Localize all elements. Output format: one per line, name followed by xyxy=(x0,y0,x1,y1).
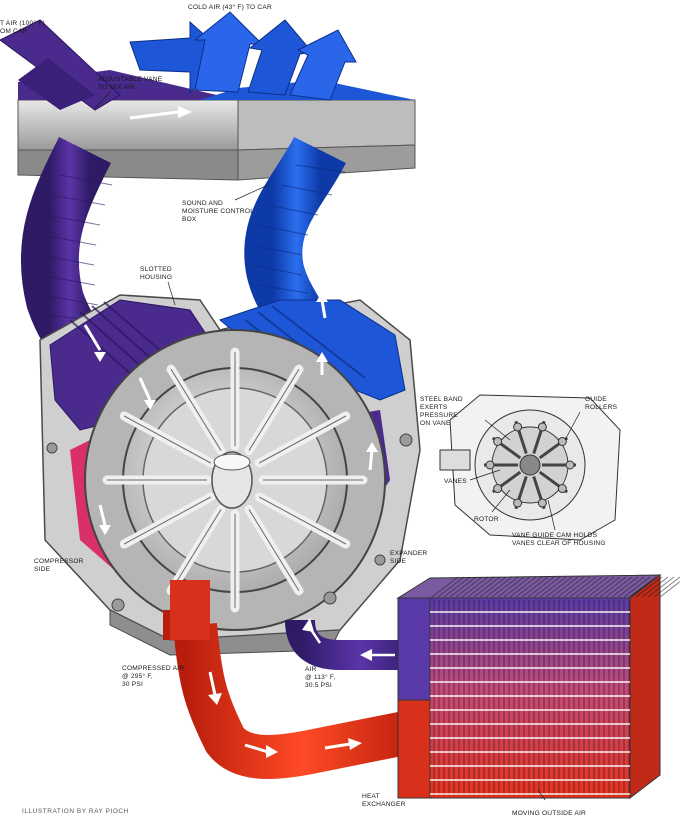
leader-lines xyxy=(94,91,546,801)
hot-air-label: T AIR (100° F)OM CAR xyxy=(0,20,45,35)
rotor-label: ROTOR xyxy=(474,516,499,523)
guide-roller xyxy=(557,484,567,494)
hot-air-inlet-arrow xyxy=(0,19,121,111)
moving-outside-air-label: MOVING OUTSIDE AIR xyxy=(512,810,586,817)
cold-air-label: COLD AIR (43° F) TO CAR xyxy=(188,4,272,11)
cooled-air-pipe xyxy=(285,619,420,670)
guide-roller xyxy=(513,498,523,508)
cold-air-outlet-arrows xyxy=(129,11,357,101)
rotor-assembly xyxy=(84,329,386,631)
guide-roller xyxy=(565,460,575,470)
housing-bolts xyxy=(46,433,413,612)
rotor-detail-inset xyxy=(439,394,621,541)
internal-flow-arrows xyxy=(83,299,374,526)
guide-roller xyxy=(557,436,567,446)
guide-roller xyxy=(537,498,547,508)
compressed-air-label: COMPRESSED AIR@ 295° F,30 PSI xyxy=(122,665,185,688)
cooled-air-label: AIR@ 113° F,30.5 PSI xyxy=(305,666,336,689)
guide-roller xyxy=(493,484,503,494)
illustration-credit: ILLUSTRATION BY RAY PIOCH xyxy=(22,808,129,815)
guide-roller xyxy=(485,460,495,470)
heat-exchanger xyxy=(396,573,680,800)
vanes-label: VANES xyxy=(444,478,467,485)
guide-roller xyxy=(493,436,503,446)
guide-roller xyxy=(513,422,523,432)
guide-roller xyxy=(537,422,547,432)
